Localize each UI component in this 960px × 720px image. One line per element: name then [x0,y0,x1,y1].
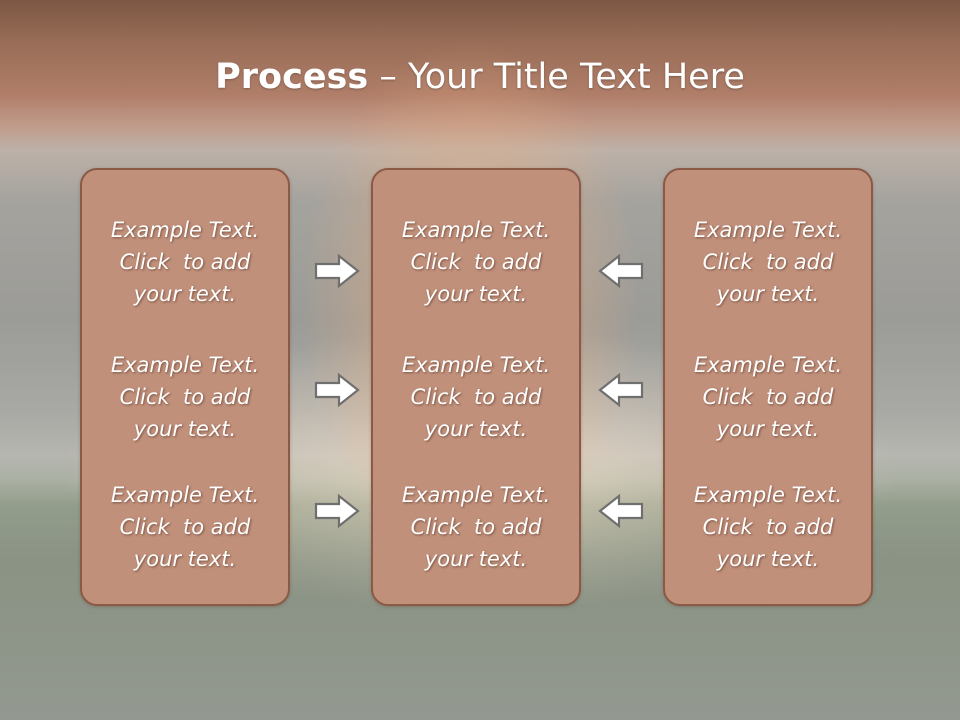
text-block[interactable]: Example Text. Click to add your text. [82,479,288,575]
right-arrow-icon [314,493,360,529]
left-arrow-icon [598,253,644,289]
left-arrow-icon [598,493,644,529]
text-line: Example Text. [401,218,551,242]
text-line: Click to add [702,385,834,409]
text-block[interactable]: Example Text. Click to add your text. [373,349,579,445]
text-line: Example Text. [401,353,551,377]
text-line: your text. [716,417,820,441]
text-line: Click to add [410,385,542,409]
text-line: your text. [133,282,237,306]
text-line: Example Text. [110,483,260,507]
text-line: Click to add [119,385,251,409]
text-block[interactable]: Example Text. Click to add your text. [82,214,288,310]
text-line: your text. [424,547,528,571]
text-line: Example Text. [401,483,551,507]
text-block[interactable]: Example Text. Click to add your text. [665,349,871,445]
text-line: Example Text. [693,218,843,242]
text-line: Click to add [410,250,542,274]
left-arrow-icon [598,372,644,408]
text-line: your text. [424,417,528,441]
text-line: Click to add [410,515,542,539]
text-line: Click to add [119,515,251,539]
text-block[interactable]: Example Text. Click to add your text. [373,479,579,575]
text-line: Click to add [702,250,834,274]
text-line: your text. [716,547,820,571]
text-line: Click to add [702,515,834,539]
text-line: Example Text. [110,218,260,242]
text-block[interactable]: Example Text. Click to add your text. [373,214,579,310]
title-rest: – Your Title Text Here [368,57,745,97]
title-bold: Process [215,57,369,97]
text-line: Example Text. [693,353,843,377]
text-line: Example Text. [110,353,260,377]
text-panel-left[interactable]: Example Text. Click to add your text. Ex… [80,168,290,606]
text-panel-right[interactable]: Example Text. Click to add your text. Ex… [663,168,873,606]
text-line: your text. [424,282,528,306]
text-block[interactable]: Example Text. Click to add your text. [82,349,288,445]
text-line: your text. [133,417,237,441]
text-line: your text. [133,547,237,571]
text-block[interactable]: Example Text. Click to add your text. [665,479,871,575]
text-line: Example Text. [693,483,843,507]
text-line: your text. [716,282,820,306]
text-line: Click to add [119,250,251,274]
right-arrow-icon [314,372,360,408]
slide-title[interactable]: Process – Your Title Text Here [0,52,960,102]
text-panel-middle[interactable]: Example Text. Click to add your text. Ex… [371,168,581,606]
text-block[interactable]: Example Text. Click to add your text. [665,214,871,310]
right-arrow-icon [314,253,360,289]
